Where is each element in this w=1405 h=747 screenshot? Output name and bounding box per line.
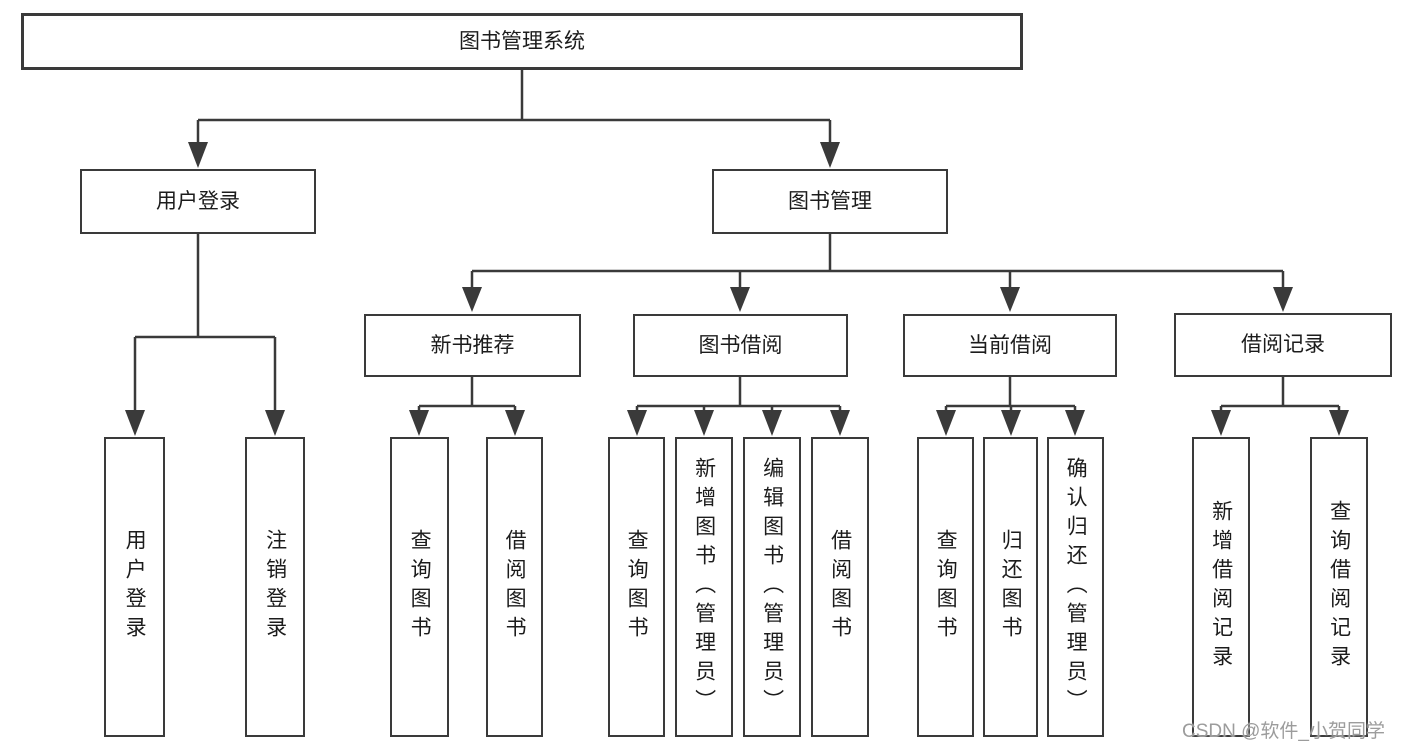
leaf-add-borrow-record: 新增借阅记录 [1192, 437, 1250, 737]
node-label: 查询图书 [408, 529, 432, 645]
leaf-query-books-1: 查询图书 [390, 437, 449, 737]
node-label: 注销登录 [263, 529, 287, 645]
node-label: 归还图书 [999, 529, 1023, 645]
node-book-borrowing: 图书借阅 [633, 314, 848, 377]
node-user-login-branch: 用户登录 [80, 169, 316, 234]
node-label: 图书管理系统 [459, 29, 585, 53]
node-label: 确认归还（管理员） [1064, 456, 1088, 718]
node-label: 图书借阅 [698, 333, 783, 357]
node-label: 借阅图书 [828, 529, 852, 645]
leaf-query-borrow-record: 查询借阅记录 [1310, 437, 1368, 737]
node-label: 用户登录 [156, 189, 240, 213]
node-label: 查询图书 [934, 529, 958, 645]
node-library-management-system: 图书管理系统 [21, 13, 1023, 70]
node-label: 查询借阅记录 [1327, 500, 1351, 674]
leaf-add-book-admin: 新增图书（管理员） [675, 437, 733, 737]
leaf-logout: 注销登录 [245, 437, 305, 737]
node-label: 用户登录 [123, 529, 147, 645]
node-label: 新书推荐 [430, 333, 515, 357]
leaf-edit-book-admin: 编辑图书（管理员） [743, 437, 801, 737]
node-label: 借阅图书 [503, 529, 527, 645]
node-label: 新增图书（管理员） [692, 456, 716, 718]
csdn-watermark: CSDN @软件_小贺同学 [1182, 721, 1385, 742]
node-borrowing-records: 借阅记录 [1174, 313, 1392, 377]
leaf-borrow-books-1: 借阅图书 [486, 437, 543, 737]
leaf-borrow-books-2: 借阅图书 [811, 437, 869, 737]
node-label: 新增借阅记录 [1209, 500, 1233, 674]
leaf-query-books-2: 查询图书 [608, 437, 665, 737]
leaf-return-book: 归还图书 [983, 437, 1038, 737]
node-new-book-recommend: 新书推荐 [364, 314, 581, 377]
leaf-user-login: 用户登录 [104, 437, 165, 737]
node-label: 图书管理 [788, 189, 872, 213]
node-label: 查询图书 [625, 529, 649, 645]
leaf-confirm-return-admin: 确认归还（管理员） [1047, 437, 1104, 737]
leaf-query-books-3: 查询图书 [917, 437, 974, 737]
node-label: 借阅记录 [1241, 333, 1325, 357]
node-book-management-branch: 图书管理 [712, 169, 948, 234]
node-label: 编辑图书（管理员） [760, 456, 784, 718]
node-current-borrowing: 当前借阅 [903, 314, 1117, 377]
node-label: 当前借阅 [968, 333, 1052, 357]
